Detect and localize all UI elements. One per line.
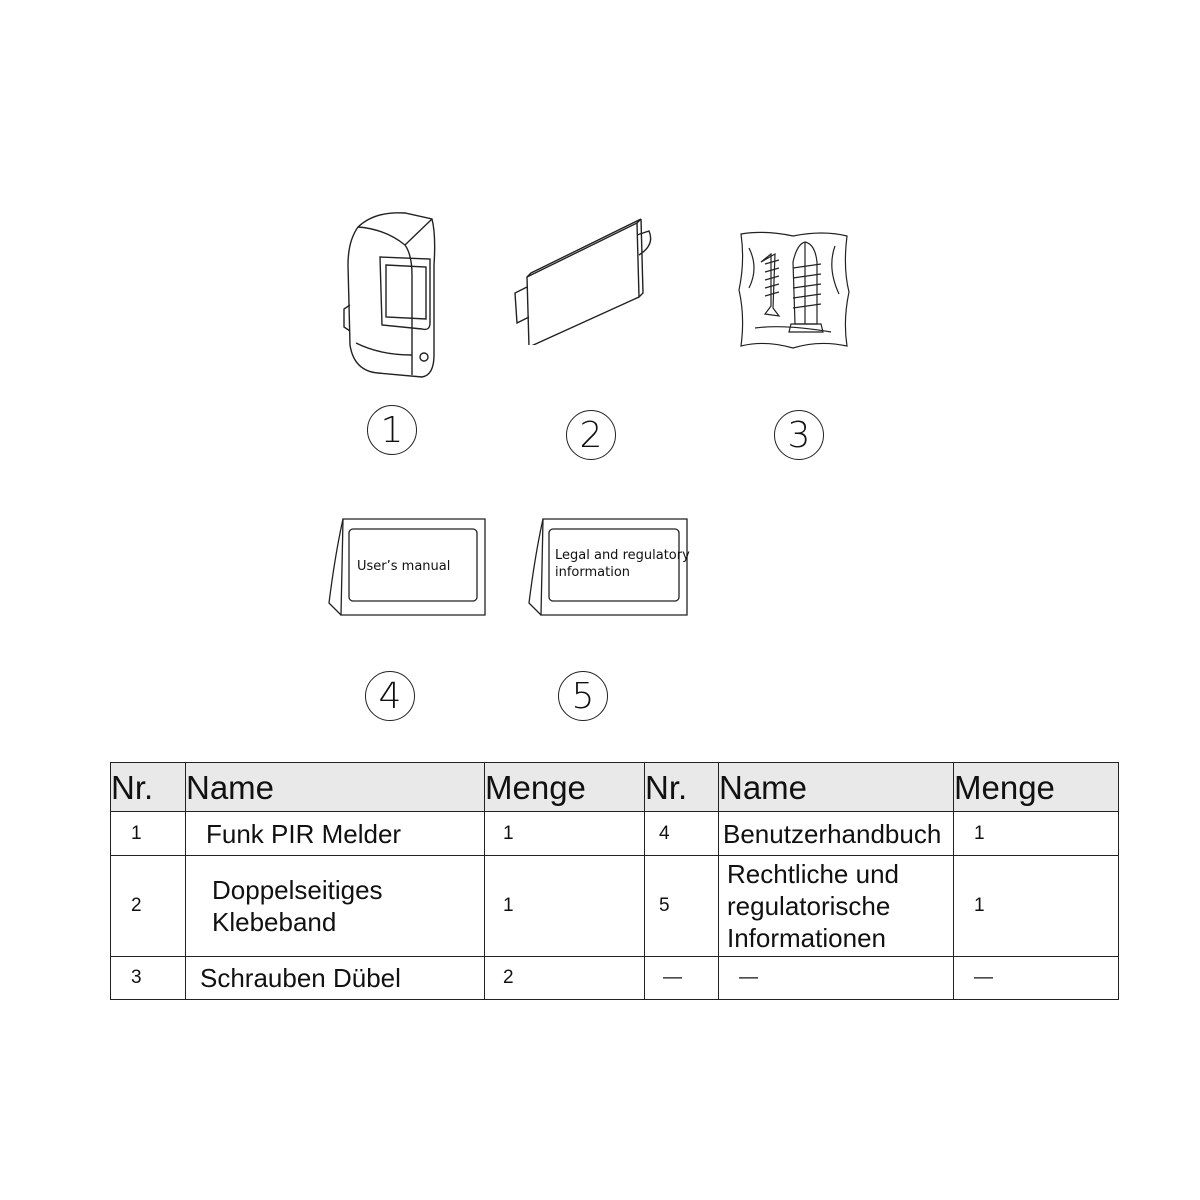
cell-menge: 2 xyxy=(484,956,645,1000)
cell-name-line: Informationen xyxy=(727,923,886,953)
cell-name: — xyxy=(718,956,954,1000)
double-sided-tape-icon xyxy=(514,218,652,345)
cell-name: Funk PIR Melder xyxy=(185,811,485,856)
cell-nr: 2 xyxy=(110,855,186,957)
cell-name-line: Rechtliche und xyxy=(727,859,899,889)
cell-nr: 5 xyxy=(644,855,719,957)
booklet-label-legal-info: Legal and regulatory information xyxy=(555,547,690,581)
item-number-badge: 4 xyxy=(365,671,415,721)
cell-name: Rechtliche und regulatorische Informatio… xyxy=(718,855,954,957)
cell-name-line: regulatorische xyxy=(727,891,891,921)
booklet-label-line: information xyxy=(555,565,631,580)
cell-name-line: Doppelseitiges xyxy=(212,875,383,905)
cell-name: Schrauben Dübel xyxy=(185,956,485,1000)
cell-name: Benutzerhandbuch xyxy=(718,811,954,856)
column-header-nr: Nr. xyxy=(644,762,719,812)
cell-nr: 4 xyxy=(644,811,719,856)
item-number-badge: 2 xyxy=(566,410,616,460)
table-header-row: Nr. Name Menge Nr. Name Menge xyxy=(110,762,1119,812)
item-number-badge: 3 xyxy=(774,410,824,460)
screws-and-dowels-bag-icon xyxy=(738,231,850,349)
table-row: 3 Schrauben Dübel 2 — — — xyxy=(110,956,1119,1000)
cell-menge: 1 xyxy=(953,811,1119,856)
booklet-label-line: Legal and regulatory xyxy=(555,548,690,563)
column-header-menge: Menge xyxy=(484,762,645,812)
column-header-name: Name xyxy=(185,762,485,812)
column-header-menge: Menge xyxy=(953,762,1119,812)
column-header-nr: Nr. xyxy=(110,762,186,812)
cell-nr: 1 xyxy=(110,811,186,856)
pir-motion-sensor-icon xyxy=(343,212,436,378)
cell-name: Doppelseitiges Klebeband xyxy=(185,855,485,957)
item-number-badge: 1 xyxy=(367,405,417,455)
parts-list-table: Nr. Name Menge Nr. Name Menge 1 Funk PIR… xyxy=(110,762,1119,1000)
booklet-label-users-manual: User’s manual xyxy=(357,559,451,574)
booklet-icon xyxy=(528,518,688,616)
column-header-name: Name xyxy=(718,762,954,812)
cell-name-line: Klebeband xyxy=(212,907,337,937)
cell-menge: 1 xyxy=(484,855,645,957)
item-number-badge: 5 xyxy=(558,671,608,721)
table-row: 1 Funk PIR Melder 1 4 Benutzerhandbuch 1 xyxy=(110,811,1119,856)
cell-menge: 1 xyxy=(953,855,1119,957)
cell-nr: — xyxy=(644,956,719,1000)
table-row: 2 Doppelseitiges Klebeband 1 5 Rechtlich… xyxy=(110,855,1119,957)
cell-menge: — xyxy=(953,956,1119,1000)
booklet-icon xyxy=(328,518,486,616)
cell-nr: 3 xyxy=(110,956,186,1000)
cell-menge: 1 xyxy=(484,811,645,856)
